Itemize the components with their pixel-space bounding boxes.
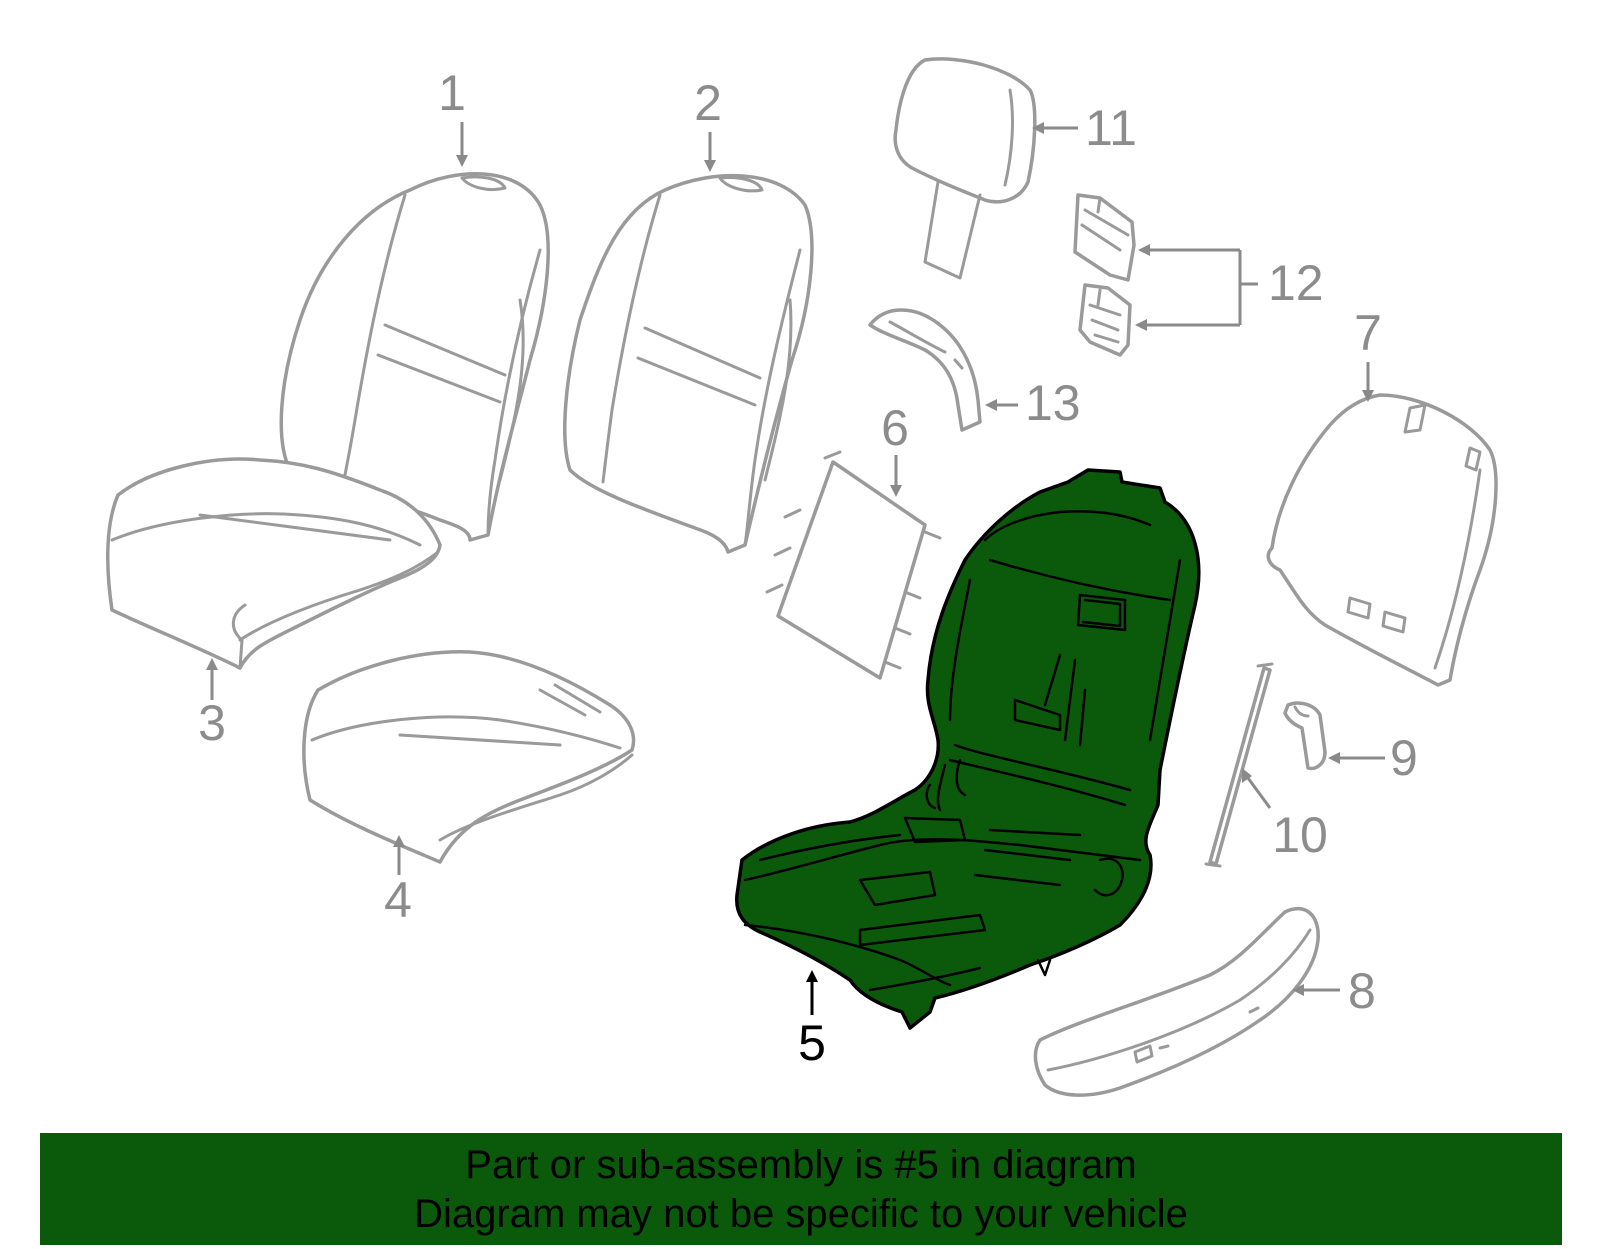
svg-text:5: 5 (798, 1015, 826, 1071)
svg-text:10: 10 (1272, 807, 1328, 863)
svg-text:3: 3 (198, 695, 226, 751)
part-4-seat-cushion-pad[interactable] (302, 650, 636, 864)
part-3-seat-cushion-cover[interactable] (106, 457, 442, 670)
svg-text:1: 1 (438, 65, 466, 121)
banner-line-part: Part or sub-assembly is #5 in diagram (465, 1143, 1137, 1187)
part-6-seatback-panel[interactable] (765, 450, 942, 680)
part-5-seat-frame-highlighted[interactable] (735, 468, 1201, 1030)
svg-text:4: 4 (384, 872, 412, 928)
callout-9: 9 (1328, 730, 1418, 786)
callout-13: 13 (985, 375, 1081, 431)
callout-11: 11 (1032, 100, 1137, 156)
part-13-trim[interactable] (868, 308, 982, 432)
part-7-seat-back-panel[interactable] (1266, 393, 1498, 687)
part-9-bracket[interactable] (1283, 701, 1327, 771)
callout-12: 12 (1135, 244, 1324, 331)
callout-3: 3 (198, 658, 226, 751)
svg-text:9: 9 (1390, 730, 1418, 786)
info-banner: Part or sub-assembly is #5 in diagram Di… (40, 1133, 1562, 1245)
callout-7: 7 (1354, 305, 1382, 402)
callout-6: 6 (881, 400, 909, 497)
part-8-side-trim[interactable] (1033, 906, 1320, 1097)
callout-1: 1 (438, 65, 468, 167)
banner-line-disclaimer: Diagram may not be specific to your vehi… (414, 1192, 1188, 1236)
svg-text:6: 6 (881, 400, 909, 456)
svg-text:2: 2 (694, 75, 722, 131)
callout-4: 4 (384, 835, 412, 928)
part-10-rod[interactable] (1204, 662, 1274, 868)
svg-text:13: 13 (1025, 375, 1081, 431)
callout-2: 2 (694, 75, 722, 172)
svg-text:11: 11 (1085, 100, 1137, 156)
callout-8: 8 (1292, 963, 1376, 1019)
part-1-seat-back-cover[interactable] (279, 172, 550, 542)
callout-5: 5 (798, 970, 826, 1071)
part-2-seat-back-pad[interactable] (563, 174, 814, 554)
callout-10: 10 (1242, 768, 1328, 863)
svg-text:12: 12 (1268, 255, 1324, 311)
svg-text:7: 7 (1354, 305, 1382, 361)
part-12-headrest-guides[interactable] (1073, 193, 1136, 357)
svg-text:8: 8 (1348, 963, 1376, 1019)
part-11-headrest[interactable] (893, 57, 1037, 280)
parts-diagram: 1 2 3 4 5 6 7 8 9 10 (106, 57, 1498, 1097)
